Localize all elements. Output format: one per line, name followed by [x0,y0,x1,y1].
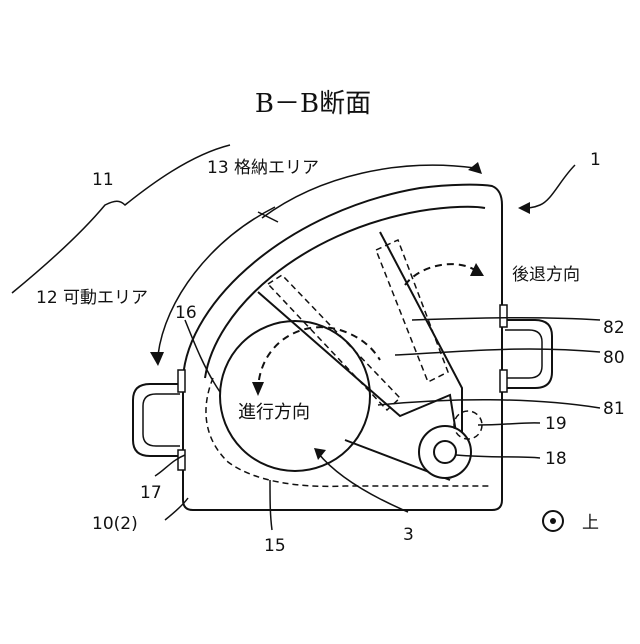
label-17: 17 [140,483,162,503]
label-3: 3 [403,525,414,545]
label-12: 12 可動エリア [36,288,148,308]
label-1: 1 [590,150,601,170]
left-handle-inner [143,394,180,446]
leader-1 [522,165,575,208]
leader-16 [185,320,220,392]
label-11: 11 [92,170,114,190]
leader-80 [395,349,600,355]
label-81: 81 [603,399,625,419]
roller-19-guide [454,411,482,439]
label-15: 15 [264,536,286,556]
stored-part-upper [376,240,448,382]
label-19: 19 [545,414,567,434]
label-18: 18 [545,449,567,469]
leader-81 [378,400,600,408]
label-13: 13 格納エリア [207,158,319,178]
label-16: 16 [175,303,197,323]
label-forward-direction: 進行方向 [238,402,310,423]
roller-18 [419,426,471,478]
leader-15 [270,480,272,530]
label-80: 80 [603,348,625,368]
leader-1-arrowhead [518,202,530,214]
leader-11 [12,145,230,293]
right-handle-mount-top [500,305,507,327]
right-handle-mount-bottom [500,370,507,392]
label-82: 82 [603,318,625,338]
label-10: 10(2) [92,514,138,534]
label-backward-direction: 後退方向 [512,265,580,285]
up-direction-dot [550,518,556,524]
movable-area-arrowhead [150,352,164,366]
right-handle-inner [505,330,542,378]
left-handle-mount-bottom [178,450,185,470]
section-title: B－B断面 [255,89,371,119]
label-up: 上 [582,513,599,533]
leader-19 [478,423,540,425]
backward-rotation-arrow [405,264,475,285]
left-handle-mount-top [178,370,185,392]
leader-10 [165,498,188,520]
left-handle [133,384,180,456]
